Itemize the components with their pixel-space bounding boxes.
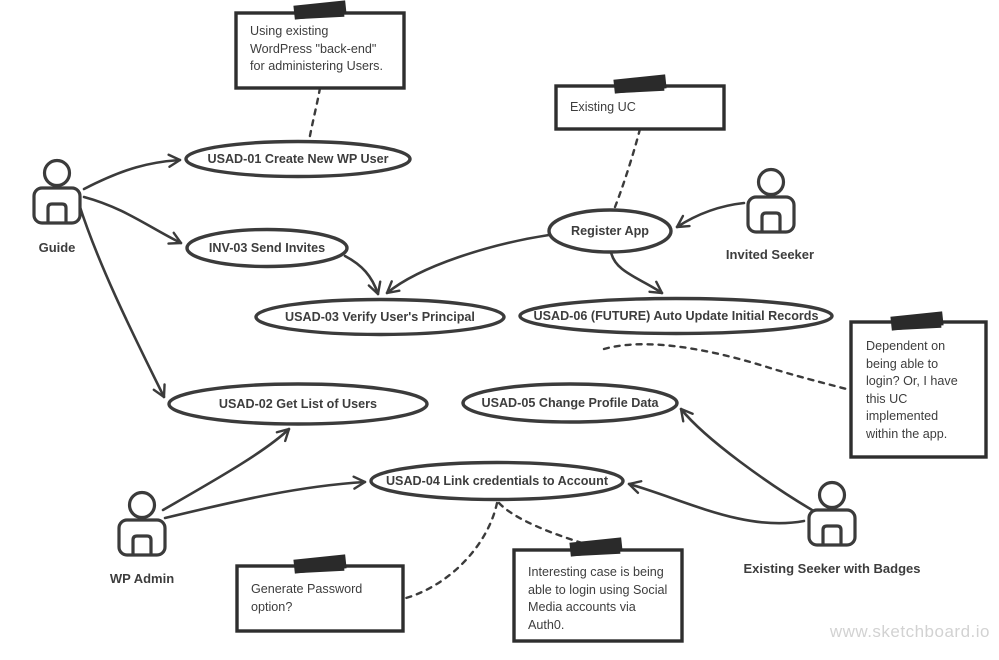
edge-registerapp-usad06[interactable] [609, 250, 664, 295]
usecase-usad03-ellipse[interactable] [254, 297, 506, 337]
usecase-usad06-label: USAD-06 (FUTURE) Auto Update Initial Rec… [533, 309, 819, 323]
edge-usad05-notedependent[interactable] [602, 343, 852, 392]
edge-guide-usad01[interactable] [82, 153, 182, 191]
note-existing-uc-text: Existing UC [570, 100, 636, 114]
note-auth0-text: Interesting case is being able to login … [528, 565, 668, 632]
edge-invitedseeker-registerapp[interactable] [675, 201, 746, 229]
tape-icon [890, 311, 944, 331]
edge-guide-inv03[interactable] [82, 195, 183, 245]
usecase-usad01-ellipse[interactable] [184, 139, 412, 179]
edge-noteexistinguc-registerapp[interactable] [613, 127, 642, 209]
edge-wpadmin-usad04[interactable] [163, 475, 367, 520]
actor-guide-icon[interactable] [32, 158, 82, 225]
usecase-usad02-label: USAD-02 Get List of Users [218, 397, 378, 411]
tape-icon [293, 0, 347, 20]
note-auth0-box[interactable] [512, 548, 684, 643]
edge-usad04-notegeneratepassword[interactable] [404, 501, 499, 600]
sketchboard-watermark: www.sketchboard.io [829, 622, 990, 641]
note-generate-password-box[interactable] [235, 564, 405, 633]
edge-inv03-usad03[interactable] [343, 254, 382, 296]
usecase-usad01-label: USAD-01 Create New WP User [207, 152, 389, 166]
tape-icon [569, 537, 623, 557]
edge-notewordpress-usad01[interactable] [307, 86, 322, 143]
edge-registerapp-usad03[interactable] [385, 233, 551, 295]
edge-wpadmin-usad02[interactable] [161, 427, 291, 512]
actor-existing-seeker-icon[interactable] [807, 480, 857, 547]
actor-existing-seeker-label: Existing Seeker with Badges [743, 561, 921, 576]
usecase-usad05-ellipse[interactable] [461, 382, 679, 424]
edge-existingseeker-usad05[interactable] [679, 407, 814, 512]
note-existing-uc-box[interactable] [554, 84, 726, 131]
note-wordpress-box[interactable] [234, 11, 406, 90]
edge-guide-usad02[interactable] [77, 202, 166, 399]
note-dependent-login-text: Dependent on being able to login? Or, I … [866, 339, 958, 441]
usecase-usad03-label: USAD-03 Verify User's Principal [285, 310, 475, 324]
usecase-inv03-label: INV-03 Send Invites [208, 241, 326, 255]
usecase-registerapp-ellipse[interactable] [547, 208, 673, 254]
edge-existingseeker-usad04[interactable] [627, 480, 806, 525]
actor-invited-seeker-label: Invited Seeker [725, 247, 815, 262]
edge-usad04-noteauth0[interactable] [497, 501, 594, 548]
actor-wp-admin-label: WP Admin [109, 571, 175, 586]
note-wordpress-text: Using existing WordPress "back-end" for … [250, 24, 383, 73]
usecase-inv03-ellipse[interactable] [185, 227, 349, 269]
usecase-usad04-label: USAD-04 Link credentials to Account [385, 474, 609, 488]
actor-invited-seeker-icon[interactable] [746, 167, 796, 234]
usecase-usad06-ellipse[interactable] [518, 296, 834, 336]
usecase-registerapp-label: Register App [571, 224, 649, 238]
usecase-usad05-label: USAD-05 Change Profile Data [481, 396, 659, 410]
tape-icon [293, 554, 347, 574]
tape-icon [613, 74, 667, 94]
usecase-usad02-ellipse[interactable] [167, 382, 429, 426]
note-generate-password-text: Generate Password option? [251, 582, 363, 614]
usecase-usad04-ellipse[interactable] [369, 460, 625, 502]
actor-wp-admin-icon[interactable] [117, 490, 167, 557]
actor-guide-label: Guide [38, 240, 76, 255]
